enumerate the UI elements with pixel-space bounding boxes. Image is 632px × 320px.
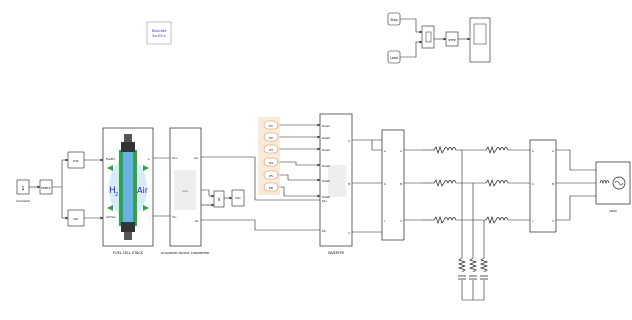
boost-converter-block[interactable]: Vin+ Vin- Vo+ Vo- Gate QUADRATIC BOOST C…: [161, 127, 209, 255]
rl-filter-1b[interactable]: [485, 145, 509, 155]
conv-port-in-plus: Vin+: [172, 156, 178, 160]
meas-left-out-b: B: [400, 182, 402, 186]
fc-port-air: AirFlow: [106, 215, 116, 219]
inv-port-pulse2: Pulse2: [322, 137, 330, 140]
rl-filter-2b[interactable]: [485, 178, 509, 188]
h2-flow-label: fH2: [73, 159, 78, 163]
inverter-block[interactable]: Pulse1 Pulse2 Pulse3 Pulse4 Pulse5 Pulse…: [319, 113, 353, 255]
shunt-branch-b[interactable]: [468, 257, 478, 280]
three-phase-measurement-right[interactable]: a b c A B C: [529, 139, 557, 233]
inv-port-pulse1: Pulse1: [322, 125, 330, 128]
fc-h2-label: H: [109, 186, 116, 196]
conv-port-out-plus: Vo+: [194, 156, 199, 160]
dc-voltage-scope-block[interactable]: Vdc: [231, 189, 245, 207]
shunt-branch-c[interactable]: [479, 257, 489, 280]
step-input-block[interactable]: Step: [387, 12, 401, 26]
fc-h2-subscript: 2: [115, 192, 118, 198]
step-input-label: Step: [390, 18, 397, 22]
rl-filter-3b[interactable]: [485, 215, 509, 225]
pulse-label-4: P4: [269, 161, 273, 165]
top-scope-block[interactable]: [469, 17, 491, 63]
sine-wave-icon: [614, 180, 624, 186]
inv-port-b: B: [348, 182, 350, 186]
mux-block[interactable]: [421, 25, 435, 49]
fc-port-h2: FuelH2: [106, 157, 115, 161]
shunt-rc-branches: [457, 257, 489, 280]
meas-right-in-a: a: [532, 150, 534, 153]
pulse-block-1[interactable]: P1: [263, 120, 279, 130]
constant-value: 1: [21, 186, 24, 192]
air-flow-label: fAir: [73, 217, 79, 221]
pulse-generator-group: P1 P2 P3 P4 P5 P6: [258, 117, 280, 195]
meas-right-in-b: b: [532, 182, 534, 186]
grid-impedance-icon: [599, 180, 610, 185]
constant-source-block[interactable]: 1 Constant: [16, 179, 31, 203]
fuel-cell-caption: FUEL CELL STACK: [113, 251, 143, 255]
fc-port-minus: -: [149, 215, 150, 219]
fuel-cell-illustration: H 2 Air: [107, 134, 149, 240]
pulse-block-5[interactable]: P5: [263, 170, 279, 180]
three-phase-measurement-left[interactable]: a b c A B C: [381, 129, 405, 241]
pulse-block-3[interactable]: P3: [263, 144, 279, 154]
rl-filter-2a[interactable]: [433, 178, 457, 188]
air-flow-block[interactable]: fAir: [67, 209, 85, 227]
constant-caption: Constant: [16, 199, 30, 203]
meas-left-out-a: A: [400, 149, 402, 153]
inv-port-a: A: [348, 139, 350, 143]
dc-voltmeter-label: V: [218, 197, 221, 202]
meas-left-out-c: C: [400, 219, 402, 223]
meas-right-in-c: c: [532, 220, 534, 223]
fc-port-plus: +: [147, 157, 150, 161]
inv-port-pulse5: Pulse5: [322, 180, 330, 183]
pulse-label-3: P3: [269, 148, 273, 152]
pulse-label-5: P5: [269, 174, 273, 178]
inv-port-pulse4: Pulse4: [322, 165, 330, 168]
conv-gate-label: Gate: [182, 189, 188, 193]
inv-port-pulse3: Pulse3: [322, 149, 330, 152]
pemfc-gain-label: PEMFC: [41, 186, 50, 190]
grid-caption: GRID: [609, 209, 617, 213]
meas-left-in-c: c: [384, 220, 386, 223]
conv-port-in-minus: Vin-: [172, 215, 177, 219]
pulse-block-2[interactable]: P2: [263, 132, 279, 142]
conv-port-out-minus: Vo-: [195, 219, 199, 223]
load-input-label: Load: [390, 56, 398, 60]
step-label-block[interactable]: STEP: [445, 31, 459, 47]
inv-port-dc-plus: DC+: [322, 200, 328, 203]
meas-left-in-a: a: [384, 150, 386, 153]
pulse-block-4[interactable]: P4: [263, 157, 279, 167]
converter-caption: QUADRATIC BOOST CONVERTER: [161, 251, 209, 255]
pulse-block-6[interactable]: P6: [263, 182, 279, 192]
dc-voltmeter-block[interactable]: V: [213, 190, 225, 208]
inv-port-c: C: [348, 231, 350, 235]
pulse-label-2: P2: [269, 136, 273, 140]
meas-right-out-a: A: [552, 149, 554, 153]
rl-filter-1a[interactable]: [433, 145, 457, 155]
powergui-line2: 5e-05 s: [152, 34, 166, 38]
series-rl-filters: [433, 145, 509, 225]
meas-right-out-c: C: [552, 219, 554, 223]
pemfc-gain-block[interactable]: PEMFC: [39, 179, 53, 195]
meas-right-out-b: B: [552, 182, 554, 186]
shunt-branch-a[interactable]: [457, 257, 467, 280]
inv-port-dc-minus: DC-: [322, 230, 327, 233]
pulse-label-6: P6: [269, 186, 273, 190]
top-right-monitor-group: Step Load STEP: [387, 12, 491, 64]
powergui-block[interactable]: Discrete 5e-05 s: [146, 21, 172, 45]
pulse-label-1: P1: [269, 124, 273, 128]
fuel-cell-stack-block[interactable]: FuelH2 AirFlow + - H 2 Air FUEL CELL STA…: [102, 127, 154, 255]
inverter-caption: INVERTER: [328, 251, 344, 255]
step-label-text: STEP: [448, 38, 456, 42]
signal-wires: [29, 123, 596, 301]
h2-flow-block[interactable]: fH2: [67, 151, 85, 169]
meas-left-in-b: b: [384, 182, 386, 186]
dc-voltage-scope-label: Vdc: [235, 196, 241, 200]
inv-port-pulse6: Pulse6: [322, 196, 330, 199]
rl-filter-3a[interactable]: [433, 215, 457, 225]
grid-source-block[interactable]: GRID: [595, 161, 631, 213]
load-input-block[interactable]: Load: [387, 50, 401, 64]
fc-air-label: Air: [137, 186, 149, 195]
powergui-line1: Discrete: [152, 29, 168, 33]
